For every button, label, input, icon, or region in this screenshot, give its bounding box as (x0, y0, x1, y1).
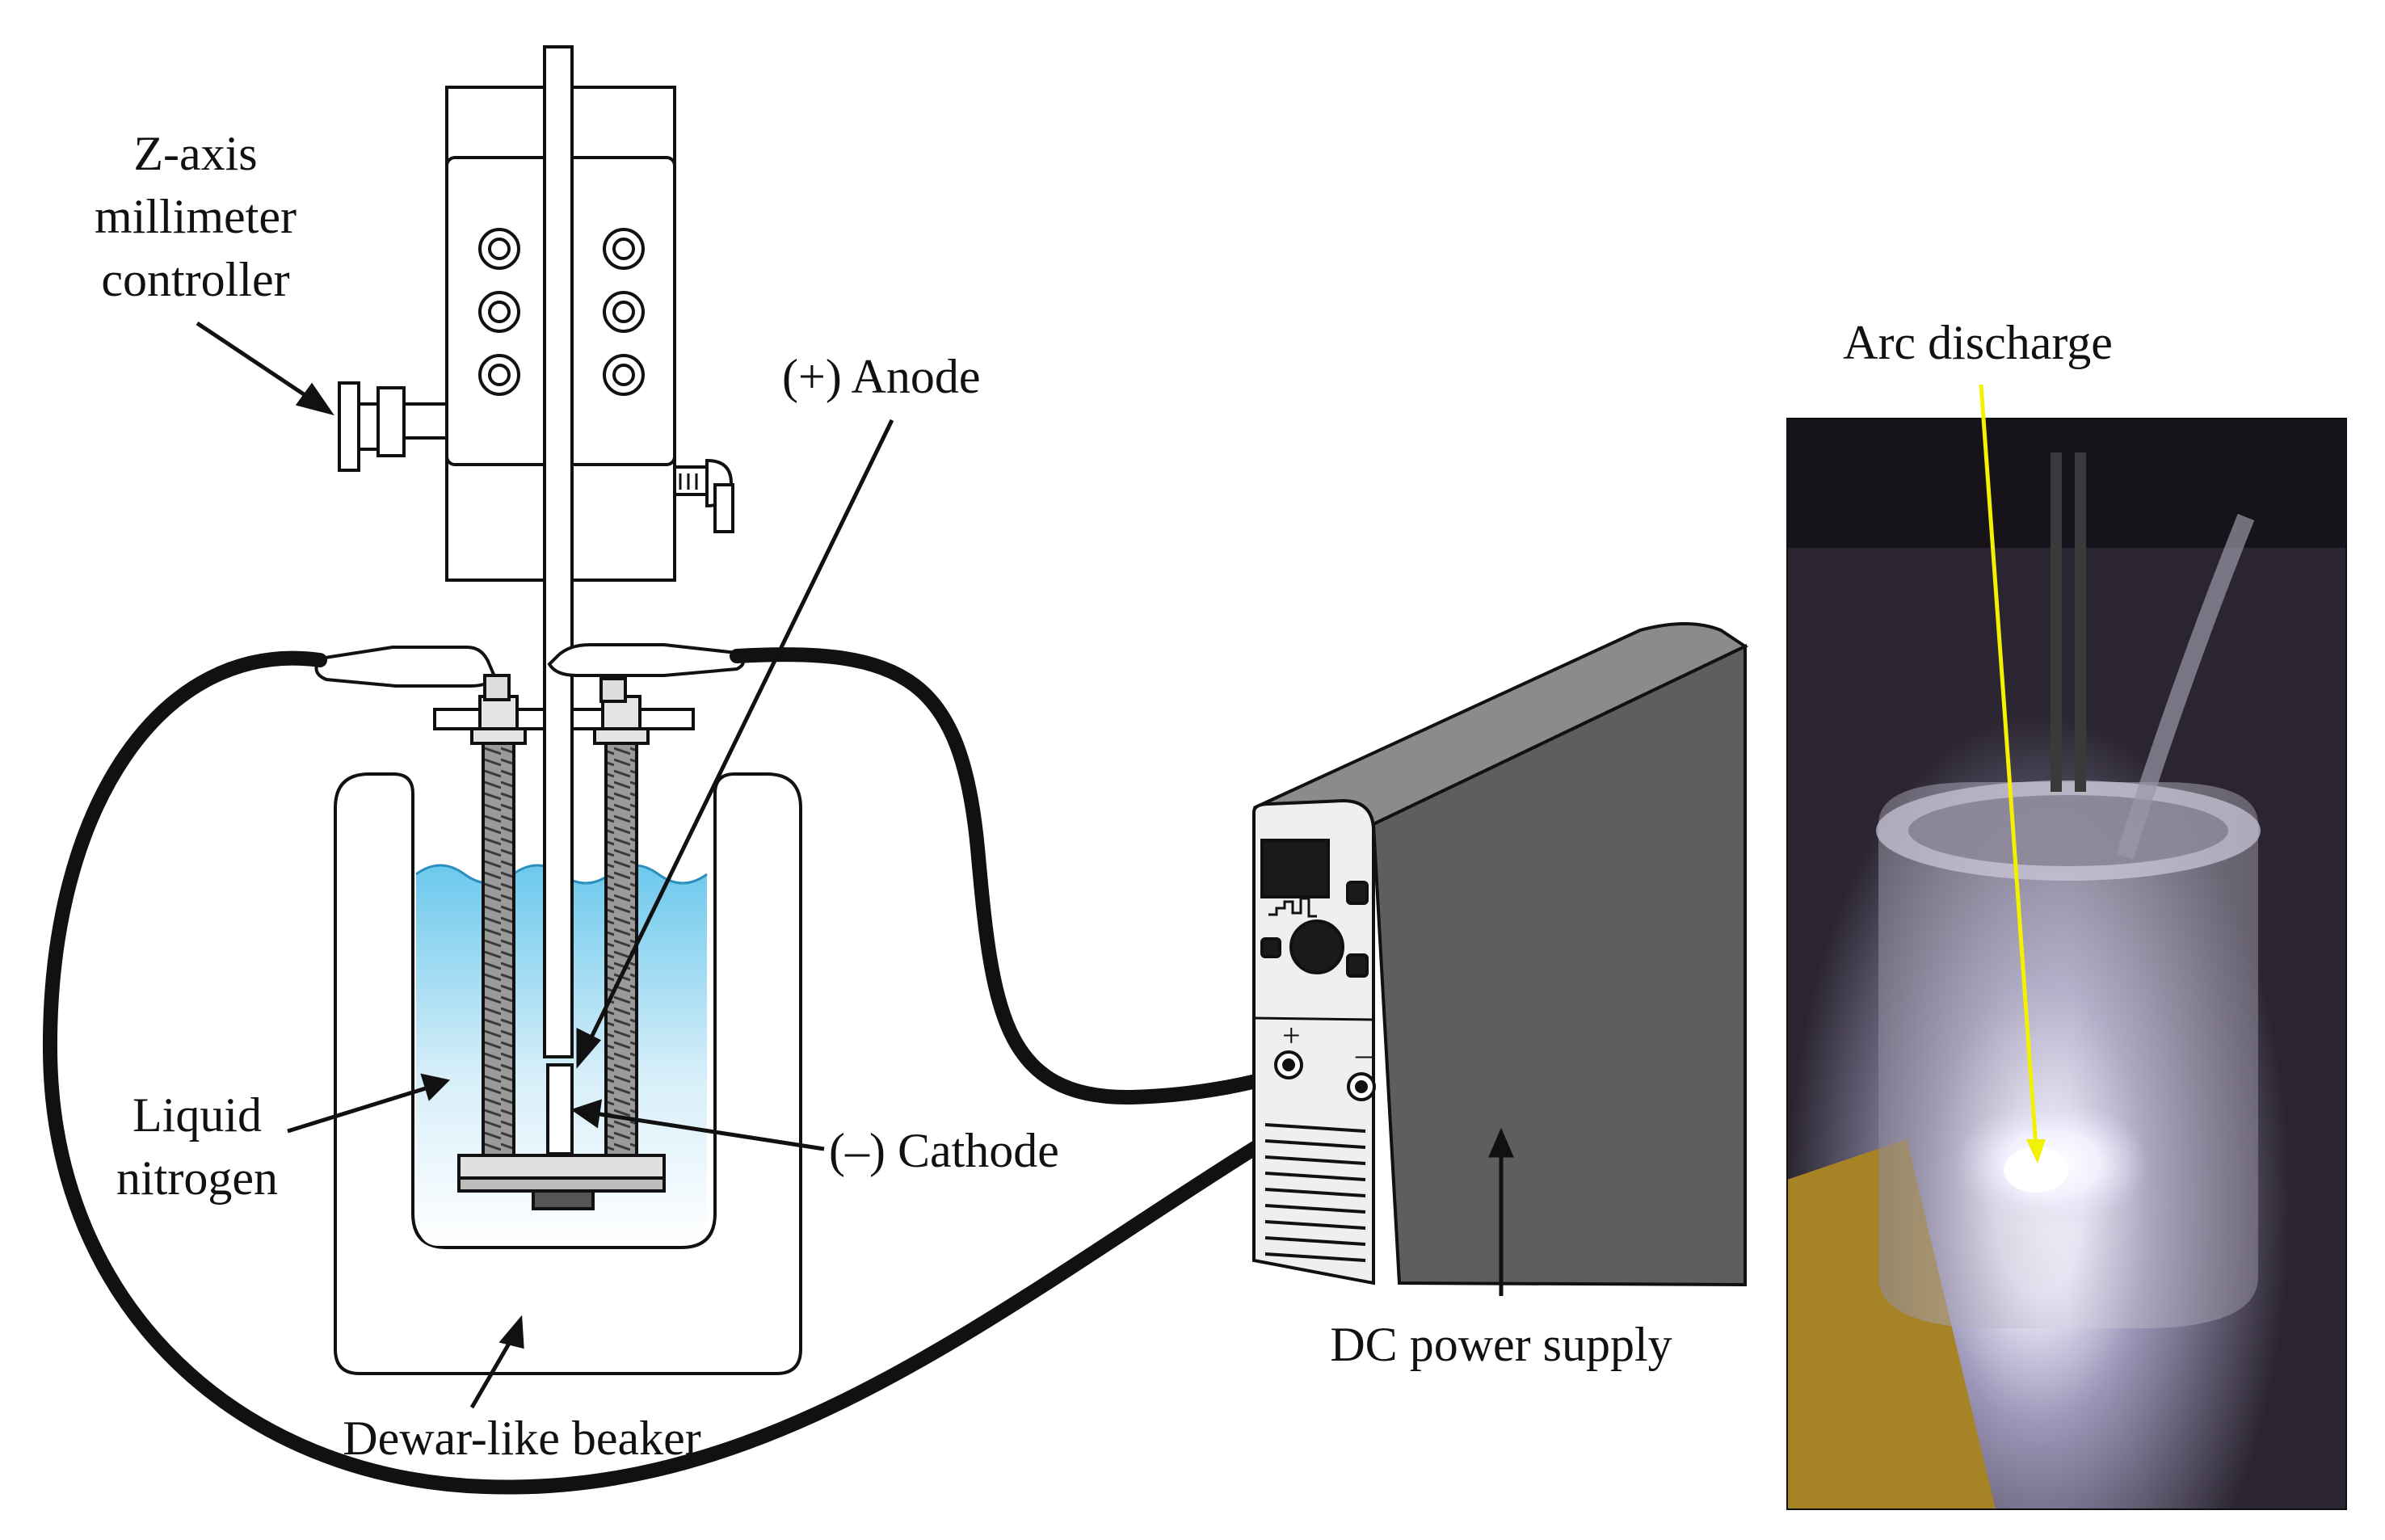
label-cathode: (–) Cathode (829, 1124, 1059, 1177)
labels: Z-axis millimeter controller (+) Anode (… (95, 127, 2113, 1465)
minus-sign: – (1355, 1036, 1373, 1072)
beaker-outer-wall (334, 772, 802, 1375)
label-anode: (+) Anode (782, 350, 980, 403)
arc-discharge-photo (1786, 418, 2347, 1510)
label-liquid-1: Liquid (132, 1088, 262, 1142)
label-beaker: Dewar-like beaker (343, 1412, 701, 1465)
clip-left (314, 646, 497, 688)
anode-rod (543, 45, 574, 1058)
arrow-head-cathode (570, 1099, 603, 1129)
cathode-electrode (546, 1063, 574, 1155)
threaded-rod-left (482, 742, 515, 1157)
plus-sign: + (1282, 1017, 1301, 1054)
cables (42, 647, 1365, 1495)
psu-waveform-icon (1268, 897, 1317, 918)
alligator-clips (314, 643, 745, 703)
psu-side (1371, 643, 1747, 1287)
label-z-axis-3: controller (101, 253, 289, 306)
psu-display (1260, 839, 1330, 898)
psu-vent-grille (1264, 1123, 1366, 1262)
arrow-head-liquid (420, 1073, 451, 1101)
label-power: DC power supply (1330, 1318, 1672, 1371)
arrow-head-power (1488, 1127, 1514, 1158)
arc-pointer (1979, 384, 2046, 1163)
arrow-head-beaker (498, 1315, 524, 1349)
psu-dial (1289, 919, 1344, 974)
z-axis-controller (338, 86, 734, 582)
cathode-cable (42, 650, 1365, 1495)
label-liquid-2: nitrogen (116, 1151, 278, 1205)
side-lock-screw (673, 458, 734, 533)
electrode-holder (433, 45, 695, 1210)
base-block (532, 1189, 595, 1210)
label-z-axis-1: Z-axis (133, 127, 257, 180)
anode-cable (730, 647, 1296, 1105)
dc-power-supply (1252, 622, 1749, 1287)
adjust-knob (338, 381, 448, 472)
arrow-head-anode (576, 1027, 601, 1069)
clip-right (547, 643, 745, 677)
arrow-head-controller (295, 382, 334, 416)
label-arc: Arc discharge (1843, 316, 2113, 369)
bottom-plate (457, 1154, 666, 1180)
controller-screws-right (603, 228, 645, 396)
photo-yellow-block (1787, 1139, 1996, 1509)
pointer-arrows (196, 321, 1514, 1409)
label-z-axis-2: millimeter (95, 190, 297, 243)
controller-screws-left (478, 228, 520, 396)
